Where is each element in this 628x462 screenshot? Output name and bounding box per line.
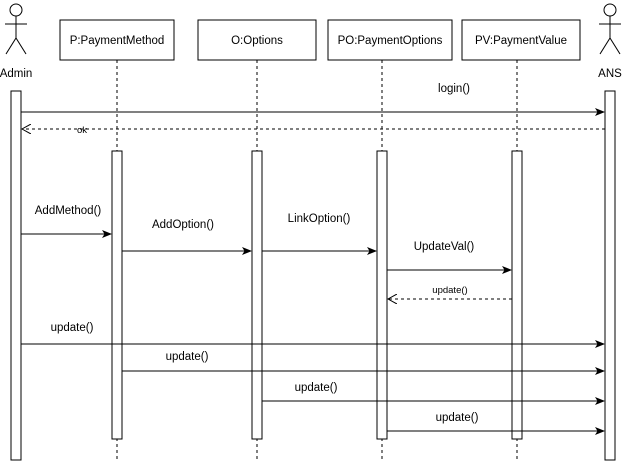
message-label: update() — [436, 412, 479, 424]
message-add-method: AddMethod() — [21, 205, 112, 238]
object-label: P:PaymentMethod — [70, 35, 165, 47]
message-link-option: LinkOption() — [262, 213, 377, 255]
actor-admin: Admin — [0, 3, 32, 80]
message-label: UpdateVal() — [414, 241, 475, 253]
message-update-payment-options: update() — [387, 412, 605, 435]
object-label: O:Options — [231, 35, 283, 47]
actor-ans: ANS — [598, 3, 622, 80]
activation-payment-method — [111, 150, 123, 440]
message-update-payment-method: update() — [122, 351, 605, 375]
object-payment-method: P:PaymentMethod — [59, 19, 175, 61]
message-label: update() — [432, 285, 467, 296]
message-update-return: update() — [388, 285, 512, 299]
object-box — [327, 19, 453, 61]
actor-label-ans: ANS — [598, 68, 622, 80]
message-update-admin: update() — [21, 322, 605, 348]
stick-figure-icon — [5, 3, 27, 55]
message-update-options: update() — [262, 382, 605, 405]
actor-label-admin: Admin — [0, 68, 32, 80]
object-options: O:Options — [197, 19, 317, 61]
message-ok: ok — [22, 125, 605, 136]
activation-payment-options — [376, 150, 388, 440]
message-add-option: AddOption() — [122, 219, 252, 255]
activation-options — [251, 150, 263, 440]
object-label: PV:PaymentValue — [475, 35, 567, 47]
activation-admin — [10, 90, 22, 461]
activation-ans — [604, 90, 616, 461]
object-payment-options: PO:PaymentOptions — [327, 19, 453, 61]
object-label: PO:PaymentOptions — [338, 35, 443, 47]
message-label: AddMethod() — [35, 205, 102, 217]
message-update-val: UpdateVal() — [387, 241, 512, 274]
stick-figure-icon — [599, 3, 621, 55]
message-label: AddOption() — [152, 219, 214, 231]
message-label: login() — [438, 83, 470, 95]
message-label: update() — [166, 351, 209, 363]
object-payment-value: PV:PaymentValue — [461, 19, 581, 61]
activation-payment-value — [511, 150, 523, 440]
object-box — [59, 19, 175, 61]
message-label: update() — [295, 382, 338, 394]
message-label: ok — [77, 125, 87, 136]
message-label: LinkOption() — [288, 213, 351, 225]
message-label: update() — [51, 322, 94, 334]
object-box — [461, 19, 581, 61]
message-login: login() — [21, 83, 605, 116]
